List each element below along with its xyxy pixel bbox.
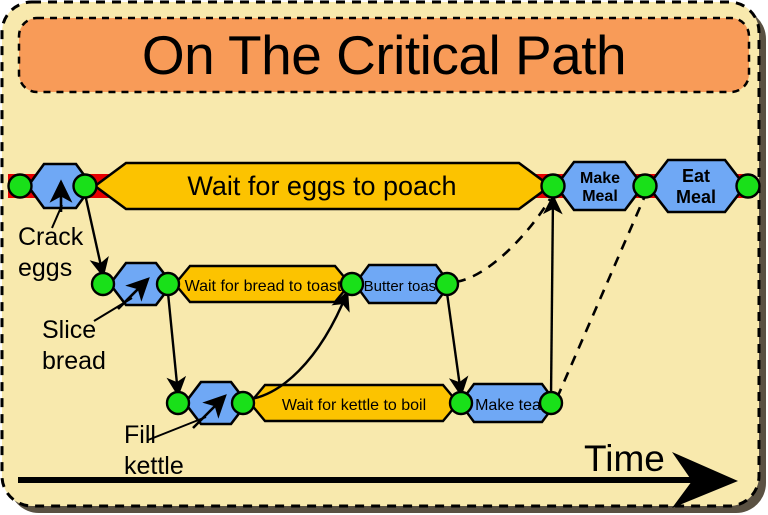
callout-slice-bread: Slice bread: [42, 315, 142, 378]
node-kettle-start[interactable]: [165, 390, 191, 416]
time-axis-label: Time: [584, 438, 665, 479]
activity-label: Wait for eggs to poach: [187, 171, 456, 201]
activity-label: Make tea: [475, 397, 541, 414]
callout-fill-kettle: Fill kettle: [124, 420, 224, 483]
node-bread-start[interactable]: [90, 271, 116, 297]
node-kettle-boiled[interactable]: [448, 390, 474, 416]
page-background: [0, 0, 761, 508]
activity-butter-toast[interactable]: Butter toast: [353, 263, 452, 305]
dep-kettle-to-toast: [242, 290, 350, 402]
node-toast-done[interactable]: [339, 271, 365, 297]
activity-label: Butter toast: [364, 278, 442, 295]
activity-wait-eggs[interactable]: Wait for eggs to poach: [92, 161, 553, 211]
dep-tea-to-eat: [555, 197, 646, 399]
time-axis: [18, 452, 738, 508]
activity-label-line2: Meal: [676, 187, 716, 207]
activity-wait-kettle[interactable]: Wait for kettle to boil: [248, 383, 460, 423]
dependency-arrows: [83, 193, 646, 402]
callout-line-1: Slice: [42, 316, 97, 344]
callout-line-2: eggs: [18, 254, 73, 283]
leader-crack-eggs: [51, 204, 63, 229]
callout-crack-eggs: Crack eggs: [18, 222, 110, 285]
callout-line-1: Fill: [124, 421, 156, 449]
leader-slice-bread: [93, 297, 133, 322]
activity-make-meal[interactable]: Make Meal: [554, 160, 645, 212]
activity-label: Wait for kettle to boil: [282, 397, 426, 414]
activity-label-line1: Eat: [682, 166, 710, 186]
leader-fill-kettle: [147, 416, 207, 441]
title-banner: [17, 16, 751, 94]
dep-start-to-bread: [83, 193, 109, 278]
time-axis-arrowhead: [672, 452, 738, 508]
event-nodes: [7, 173, 761, 416]
callout-line-2: kettle: [124, 452, 184, 481]
node-bread-sliced[interactable]: [155, 271, 181, 297]
page-title: On The Critical Path: [141, 23, 627, 86]
callout-line-2: bread: [42, 347, 106, 376]
callout-line-1: Crack: [18, 223, 84, 251]
activity-make-tea[interactable]: Make tea: [458, 382, 558, 424]
node-end[interactable]: [735, 173, 761, 199]
dep-butter-to-meal: [455, 198, 552, 284]
node-toast-buttered[interactable]: [434, 271, 460, 297]
dep-toast-to-kettleboil: [445, 292, 469, 397]
node-eggs-cracked[interactable]: [72, 173, 98, 199]
activity-eat-meal[interactable]: Eat Meal: [646, 158, 747, 214]
node-tea-made[interactable]: [538, 390, 564, 416]
node-start[interactable]: [7, 173, 33, 199]
activity-label-line2: Meal: [582, 188, 618, 205]
node-eggs-poached[interactable]: [540, 173, 566, 199]
activity-label-line1: Make: [580, 170, 620, 187]
dep-tea-to-meal: [542, 194, 563, 399]
node-meal-made[interactable]: [632, 173, 658, 199]
callout-leaders: [51, 204, 207, 441]
dep-bread-to-kettle: [166, 292, 187, 397]
activity-label: Wait for bread to toast: [185, 278, 342, 295]
node-kettle-filled[interactable]: [230, 390, 256, 416]
activity-wait-toast[interactable]: Wait for bread to toast: [173, 264, 352, 304]
